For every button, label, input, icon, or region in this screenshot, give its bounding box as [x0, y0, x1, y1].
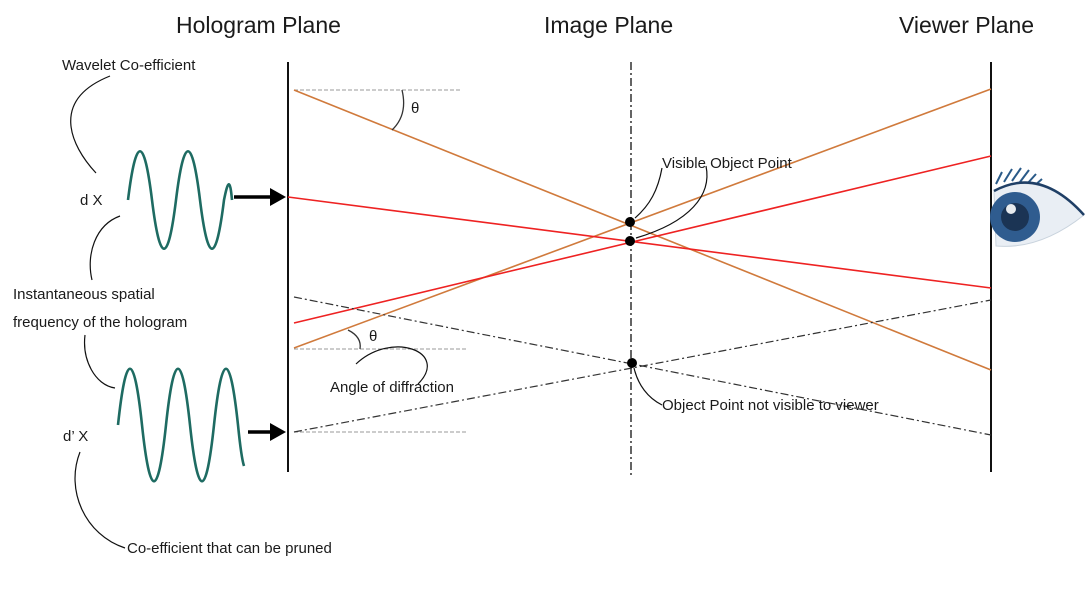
red-ray-up [293, 155, 992, 324]
wavelet-coefficient-label: Wavelet Co-efficient [62, 57, 196, 74]
prunable-coefficient-wave [116, 367, 246, 483]
angle-arc-bottom [347, 329, 361, 350]
visible-point-leader-2 [635, 165, 708, 239]
arrow-right-icon [248, 423, 286, 441]
theta-top: θ [411, 100, 419, 117]
heading-viewer-plane: Viewer Plane [899, 12, 1034, 38]
spatial-frequency-leader-top [89, 215, 121, 281]
heading-image-plane: Image Plane [544, 12, 673, 38]
eye-icon [990, 167, 1085, 247]
orange-ray-up [293, 88, 992, 349]
wavelet-coefficient-wave [126, 149, 234, 251]
spatial-frequency-label-line2: frequency of the hologram [13, 314, 187, 331]
orange-ray-down [293, 89, 992, 371]
visible-point-leader-1 [634, 167, 663, 219]
red-ray-down [287, 196, 992, 289]
wavelet-coefficient-leader [70, 75, 111, 174]
visible-object-point-marker-1 [625, 217, 635, 227]
arrow-right-icon [234, 188, 286, 206]
prunable-coefficient-leader [74, 451, 126, 549]
object-point-not-visible-label: Object Point not visible to viewer [662, 397, 879, 414]
spatial-frequency-leader-bottom [83, 334, 116, 389]
dashdot-ray-up [293, 299, 992, 433]
d-x-label: d X [80, 192, 103, 209]
theta-bottom: θ [369, 328, 377, 345]
hidden-point-leader [633, 367, 663, 406]
visible-object-point-label: Visible Object Point [662, 155, 793, 172]
spatial-frequency-label-line1: Instantaneous spatial [13, 286, 155, 303]
visible-object-point-marker-2 [625, 236, 635, 246]
angle-of-diffraction-leader [355, 346, 428, 385]
d-prime-x-label: d’ X [63, 428, 88, 445]
angle-of-diffraction-label: Angle of diffraction [330, 379, 454, 396]
angle-arc-top [391, 89, 405, 131]
prunable-coefficient-label: Co-efficient that can be pruned [127, 540, 332, 557]
heading-hologram-plane: Hologram Plane [176, 12, 341, 38]
hidden-object-point-marker [627, 358, 637, 368]
